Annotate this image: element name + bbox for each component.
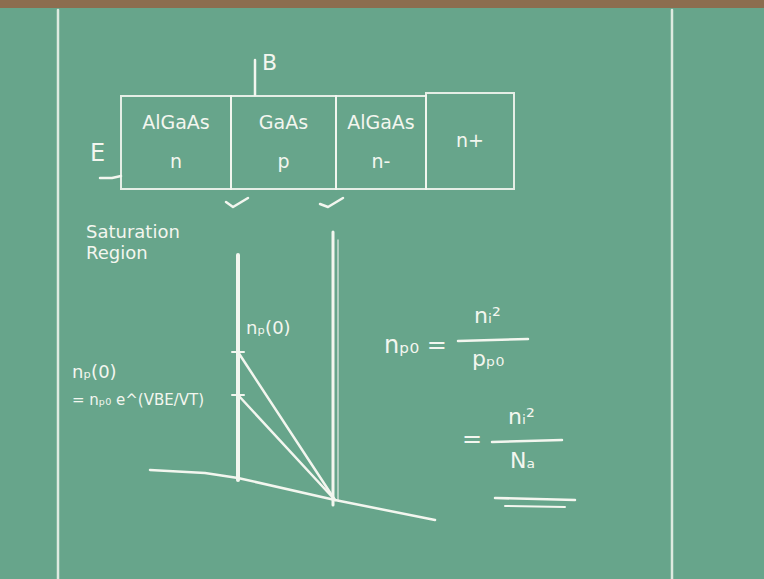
terminal-label: B [262,50,277,75]
equation-text: nᵢ² [474,303,501,328]
equation-text: Nₐ [510,448,535,473]
junction-mark [226,198,248,207]
layer-box: AlGaAs n [120,95,232,190]
terminal-label: E [90,140,105,168]
carrier-profile [238,395,335,500]
equation-text: = nₚ₀ e^(VBE/VT) [72,392,204,409]
equation-text: = [462,426,482,454]
junction-line [332,232,335,505]
base-lead [254,60,257,95]
junction-line [236,255,240,480]
tick-mark [232,351,244,353]
equation-text: nₚ(0) [246,318,291,339]
junction-line [337,240,339,500]
underline [495,498,575,500]
junction-mark [320,198,343,207]
fraction-bar [492,440,562,442]
layer-box: AlGaAs n- [335,95,427,190]
doping-label: n [170,151,182,173]
material-label: AlGaAs [142,112,210,134]
equation-text: nᵢ² [508,404,535,429]
region-note: Saturation Region [86,222,196,263]
equation-text: nₚ(0) [72,362,117,383]
doping-label: p [277,151,289,173]
axis-line [150,470,435,520]
material-label: AlGaAs [347,112,415,134]
equation-text: pₚ₀ [472,346,504,371]
doping-label: n- [372,151,391,173]
margin-line [671,10,674,579]
underline [505,506,565,507]
material-label: GaAs [259,112,308,134]
fraction-bar [458,339,528,341]
layer-box: n+ [425,92,515,190]
tick-mark [232,394,244,396]
material-label: n+ [456,130,484,152]
board-frame [0,0,764,8]
margin-line [57,10,60,579]
carrier-profile [238,352,335,500]
equation-text: nₚ₀ = [384,332,447,360]
emitter-lead [100,176,121,178]
layer-box: GaAs p [230,95,337,190]
